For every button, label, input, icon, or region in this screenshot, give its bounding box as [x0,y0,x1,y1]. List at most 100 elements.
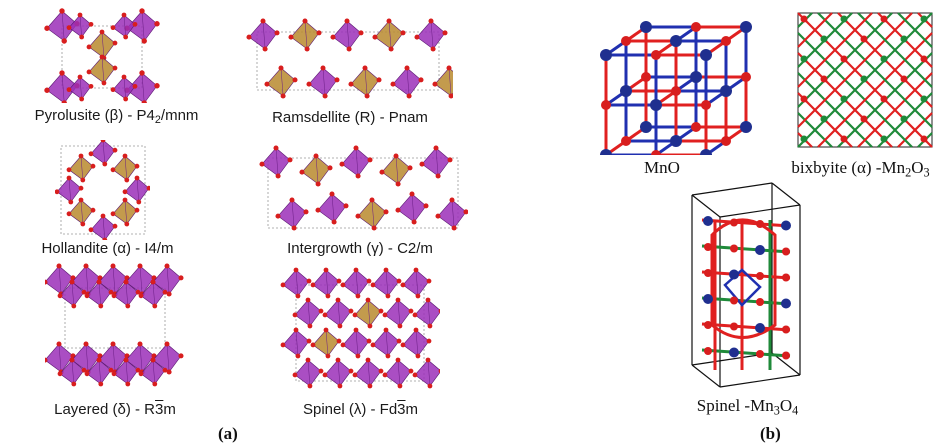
atom-sphere [820,75,828,83]
manganese-atom-icon [729,347,739,358]
oxygen-atom-icon [132,83,138,89]
octahedron-edge [346,20,350,50]
oxygen-atom-icon [61,100,67,103]
oxygen-atom-icon [150,357,156,363]
oxygen-atom-icon [56,263,62,269]
oxygen-atom-icon [383,327,389,333]
oxygen-atom-icon [137,263,143,269]
atom-sphere [900,35,908,43]
manganese-atom-icon [690,71,702,83]
oxygen-atom-icon [292,372,298,378]
oxygen-atom-icon [336,278,342,284]
octahedron-edge [448,67,452,97]
oxygen-atom-icon [162,367,168,373]
oxygen-atom-icon [134,175,140,181]
octahedron-icon [112,155,138,181]
octahedron-edge [124,155,128,181]
oxygen-atom-icon [96,279,102,285]
oxygen-atom-icon [344,18,350,24]
octahedron-edge [397,299,401,327]
octahedron-edge [123,14,126,38]
oxygen-atom-icon [756,220,764,228]
hollandite-structure [55,140,150,240]
oxygen-atom-icon [55,189,60,195]
manganese-atom-icon [620,85,632,97]
octahedron-edge [367,299,371,327]
oxygen-atom-icon [125,381,131,387]
oxygen-atom-icon [123,357,129,363]
oxygen-atom-icon [396,278,402,284]
octahedron-icon [341,147,371,177]
atom-sphere [900,75,908,83]
oxygen-atom-icon [428,18,434,24]
octahedron-icon [312,269,340,297]
atom-sphere [840,95,848,103]
oxygen-atom-icon [348,368,354,374]
atom-sphere [800,95,808,103]
panel-label-b: (b) [760,424,781,443]
octahedron-edge [80,199,84,225]
oxygen-atom-icon [395,357,401,363]
oxygen-atom-icon [61,38,67,44]
octahedron-edge [415,269,419,297]
octahedron-icon [282,329,310,357]
atom-sphere [860,35,868,43]
oxygen-atom-icon [293,327,299,333]
oxygen-atom-icon [415,293,421,299]
oxygen-atom-icon [178,275,184,281]
bixbyite-structure [790,5,940,155]
oxygen-atom-icon [66,25,72,31]
octahedron-icon [88,31,116,59]
oxygen-atom-icon [419,161,425,167]
oxygen-atom-icon [340,282,346,288]
atom-sphere [860,115,868,123]
oxygen-atom-icon [355,293,361,299]
oxygen-atom-icon [425,357,431,363]
oxygen-atom-icon [343,203,349,209]
oxygen-atom-icon [315,207,321,213]
octahedron-icon [372,329,400,357]
label-mno: MnO [644,158,680,177]
octahedron-icon [112,199,138,225]
oxygen-atom-icon [318,308,324,314]
atom-sphere [840,135,848,143]
oxygen-atom-icon [446,65,452,71]
oxygen-atom-icon [730,322,738,331]
oxygen-atom-icon [406,93,412,99]
oxygen-atom-icon [78,185,84,191]
oxygen-atom-icon [112,65,118,71]
oxygen-atom-icon [325,353,331,359]
oxygen-atom-icon [365,297,371,303]
oxygen-atom-icon [412,372,418,378]
octahedron-edge [58,343,62,373]
oxygen-atom-icon [355,173,361,179]
manganese-atom-icon [640,21,652,33]
layered-structure [45,258,185,393]
octahedron-edge [385,329,389,357]
label-ramsdellite: Ramsdellite (R) - Pnam [272,109,428,126]
oxygen-atom-icon [110,87,116,93]
oxygen-atom-icon [411,219,417,225]
oxygen-atom-icon [304,46,310,52]
octahedron-edge [139,265,143,295]
oxygen-atom-icon [302,18,308,24]
oxygen-atom-icon [330,34,336,40]
oxygen-atom-icon [81,367,87,373]
oxygen-atom-icon [447,157,453,163]
oxygen-atom-icon [121,12,127,18]
oxygen-atom-icon [66,87,72,93]
octahedron-edge [325,329,329,357]
atom-sphere [880,55,888,63]
oxygen-atom-icon [337,323,343,329]
oxygen-atom-icon [108,367,114,373]
oxygen-atom-icon [782,325,790,334]
oxygen-atom-icon [123,96,129,102]
oxygen-atom-icon [756,272,764,280]
oxygen-atom-icon [337,383,343,389]
octahedron-edge [61,10,65,42]
oxygen-atom-icon [139,70,145,76]
oxygen-atom-icon [135,367,141,373]
mno-svg [600,21,752,155]
label-hollandite: Hollandite (α) - I4/m [41,240,174,257]
oxygen-atom-icon [134,163,140,169]
